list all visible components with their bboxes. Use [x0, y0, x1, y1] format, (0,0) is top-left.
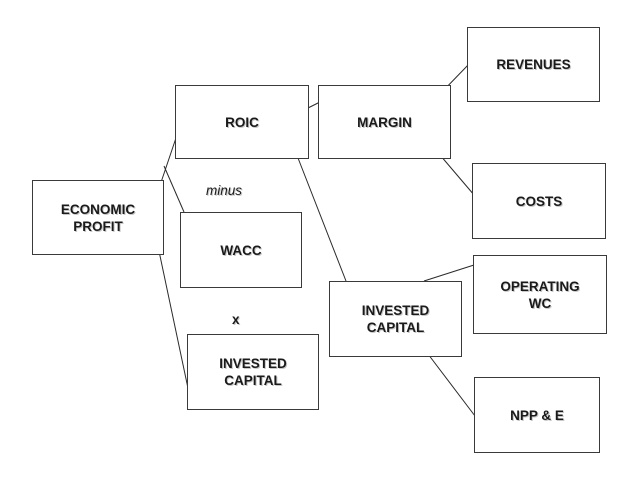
margin-node: MARGIN [318, 85, 451, 159]
economic-profit-node: ECONOMIC PROFIT [32, 180, 164, 255]
invested-capital-left-node: INVESTED CAPITAL [187, 334, 319, 410]
roic-node: ROIC [175, 85, 309, 159]
minus-operator-label: minus [206, 183, 243, 198]
wacc-node: WACC [180, 212, 302, 288]
connector-invested-capital-to-npp-e [427, 353, 476, 417]
operating-wc-node: OPERATING WC [473, 255, 607, 334]
times-operator-label: x [232, 312, 240, 327]
connector-roic-to-invested-capital [297, 157, 347, 282]
invested-capital-right-node: INVESTED CAPITAL [329, 281, 462, 357]
connector-invested-capital-to-operating-wc [423, 264, 475, 282]
connector-economic-profit-to-wacc [163, 165, 185, 213]
revenues-node: REVENUES [467, 27, 600, 102]
costs-node: COSTS [472, 163, 606, 239]
npp-e-node: NPP & E [474, 377, 600, 453]
